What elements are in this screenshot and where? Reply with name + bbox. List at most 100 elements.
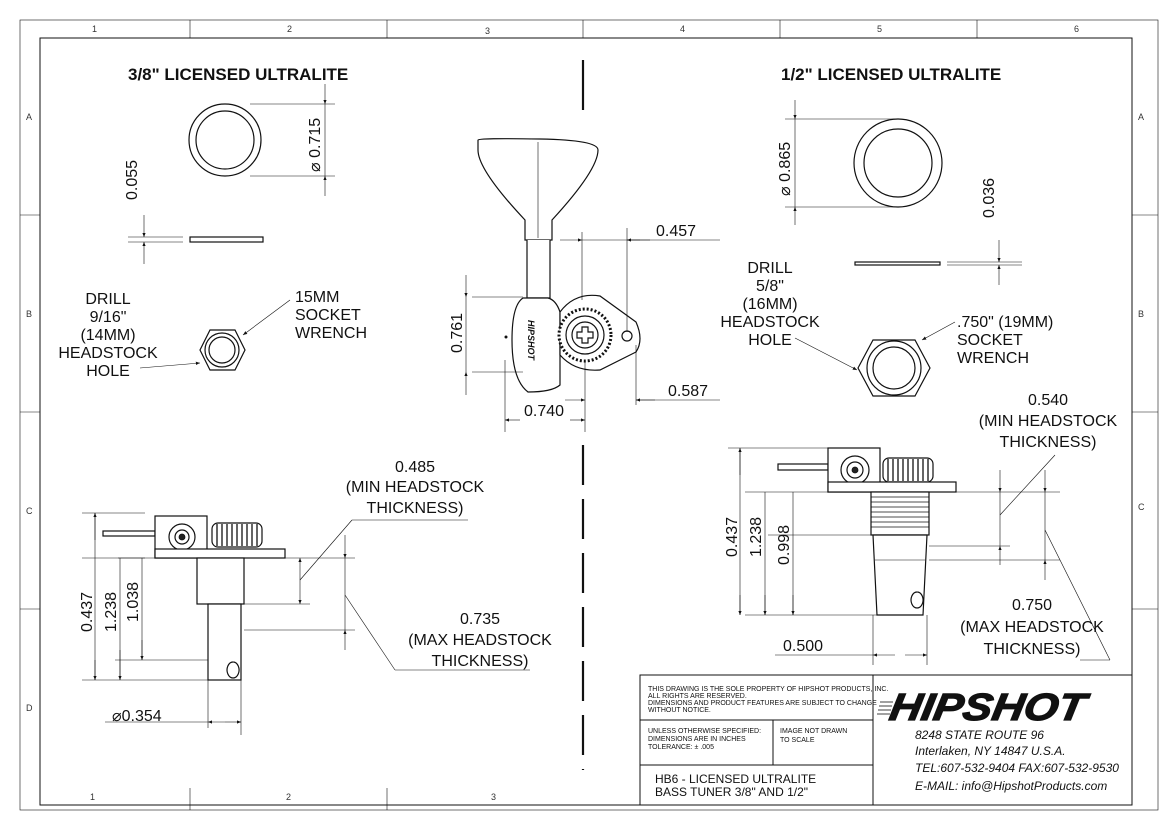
right-dim-0998: 0.998: [776, 525, 793, 565]
right-dim-0500: 0.500: [783, 638, 823, 655]
svg-text:THICKNESS): THICKNESS): [984, 641, 1081, 658]
svg-text:THICKNESS): THICKNESS): [432, 653, 529, 670]
svg-text:WITHOUT NOTICE.: WITHOUT NOTICE.: [648, 707, 711, 714]
scale-note: IMAGE NOT DRAWN TO SCALE: [780, 728, 847, 744]
zone-col-5: 5: [877, 24, 882, 34]
svg-text:(MAX HEADSTOCK: (MAX HEADSTOCK: [960, 619, 1104, 636]
left-dim-0437: 0.437: [79, 592, 96, 632]
svg-text:THIS DRAWING IS THE SOLE PROPE: THIS DRAWING IS THE SOLE PROPERTY OF HIP…: [648, 686, 888, 693]
zone-col-3: 3: [485, 26, 490, 36]
zone-col-6: 6: [1074, 24, 1079, 34]
zone-col-4: 4: [680, 24, 685, 34]
zone-row-b-right: B: [1138, 309, 1144, 319]
svg-text:TO SCALE: TO SCALE: [780, 737, 815, 744]
zone-row-c-right: C: [1138, 502, 1145, 512]
zone-col-1-bottom: 1: [90, 792, 95, 802]
svg-text:HB6 - LICENSED ULTRALITE: HB6 - LICENSED ULTRALITE: [655, 772, 816, 786]
svg-text:5/8": 5/8": [756, 278, 784, 295]
left-drill-note: DRILL 9/16" (14MM) HEADSTOCK HOLE: [58, 291, 158, 380]
hipshot-logo: HIPSHOT: [877, 686, 1094, 730]
left-shaft-diameter: ⌀0.354: [112, 708, 162, 725]
svg-text:UNLESS OTHERWISE SPECIFIED:: UNLESS OTHERWISE SPECIFIED:: [648, 728, 761, 735]
right-min-thickness-note: 0.540 (MIN HEADSTOCK THICKNESS): [979, 392, 1118, 451]
svg-text:(MAX HEADSTOCK: (MAX HEADSTOCK: [408, 632, 552, 649]
left-washer-diameter: ⌀ 0.715: [307, 118, 324, 172]
svg-text:8248 STATE ROUTE 96: 8248 STATE ROUTE 96: [915, 728, 1044, 742]
right-washer-side: [854, 261, 941, 266]
svg-text:HIPSHOT: HIPSHOT: [886, 686, 1093, 729]
svg-text:0.540: 0.540: [1028, 392, 1068, 409]
svg-text:E-MAIL: info@HipshotProducts.c: E-MAIL: info@HipshotProducts.com: [915, 779, 1107, 793]
svg-text:ALL RIGHTS ARE RESERVED.: ALL RIGHTS ARE RESERVED.: [648, 693, 747, 700]
svg-text:15MM: 15MM: [295, 289, 339, 306]
zone-labels: 1 2 3 4 5 6 1 2 3 A B C D A B C: [26, 24, 1145, 802]
svg-text:DRILL: DRILL: [747, 260, 792, 277]
svg-text:WRENCH: WRENCH: [957, 350, 1029, 367]
right-washer-diameter: ⌀ 0.865: [777, 142, 794, 196]
inner-border: [39, 37, 1133, 806]
left-washer-thickness: 0.055: [124, 160, 141, 200]
ownership-notice: THIS DRAWING IS THE SOLE PROPERTY OF HIP…: [648, 686, 888, 714]
part-title: HB6 - LICENSED ULTRALITE BASS TUNER 3/8"…: [655, 772, 816, 799]
zone-col-3-bottom: 3: [491, 792, 496, 802]
svg-text:SOCKET: SOCKET: [295, 307, 361, 324]
left-tuner-profile: [102, 515, 286, 681]
svg-text:0.485: 0.485: [395, 459, 435, 476]
svg-text:(MIN HEADSTOCK: (MIN HEADSTOCK: [979, 413, 1118, 430]
svg-text:IMAGE NOT DRAWN: IMAGE NOT DRAWN: [780, 728, 847, 735]
zone-row-c: C: [26, 506, 33, 516]
zone-col-2-bottom: 2: [286, 792, 291, 802]
svg-text:TEL:607-532-9404 FAX:607-532-9: TEL:607-532-9404 FAX:607-532-9530: [915, 761, 1119, 775]
left-dim-1238: 1.238: [103, 592, 120, 632]
svg-text:HEADSTOCK: HEADSTOCK: [720, 314, 820, 331]
right-view: 1/2" LICENSED ULTRALITE ⌀ 0.865 0.036 DR…: [720, 65, 1118, 665]
svg-text:TOLERANCE: ± .005: TOLERANCE: ± .005: [648, 744, 714, 751]
svg-text:9/16": 9/16": [90, 309, 127, 326]
svg-text:0.735: 0.735: [460, 611, 500, 628]
left-max-thickness-note: 0.735 (MAX HEADSTOCK THICKNESS): [408, 611, 552, 670]
svg-text:SOCKET: SOCKET: [957, 332, 1023, 349]
zone-row-b: B: [26, 309, 32, 319]
svg-text:DIMENSIONS ARE IN INCHES: DIMENSIONS ARE IN INCHES: [648, 736, 746, 743]
right-washer-inner: [863, 128, 933, 198]
svg-text:BASS TUNER 3/8" AND 1/2": BASS TUNER 3/8" AND 1/2": [655, 785, 808, 799]
svg-text:HOLE: HOLE: [748, 332, 792, 349]
svg-text:0.750: 0.750: [1012, 597, 1052, 614]
center-view: HIPSHOT 0.761 0.457 0.740 0.587: [449, 138, 720, 432]
zone-col-2: 2: [287, 24, 292, 34]
svg-text:WRENCH: WRENCH: [295, 325, 367, 342]
svg-text:DRILL: DRILL: [85, 291, 130, 308]
right-max-thickness-note: 0.750 (MAX HEADSTOCK THICKNESS): [960, 597, 1104, 658]
svg-text:(14MM): (14MM): [80, 327, 135, 344]
zone-col-1: 1: [92, 24, 97, 34]
svg-text:Interlaken, NY 14847 U.S.A.: Interlaken, NY 14847 U.S.A.: [915, 744, 1066, 758]
right-dim-0437: 0.437: [724, 517, 741, 557]
left-washer-inner: [195, 110, 255, 170]
left-min-thickness-note: 0.485 (MIN HEADSTOCK THICKNESS): [346, 459, 485, 517]
company-address: 8248 STATE ROUTE 96 Interlaken, NY 14847…: [915, 728, 1119, 793]
left-socket-note: 15MM SOCKET WRENCH: [295, 289, 367, 342]
left-view-title: 3/8" LICENSED ULTRALITE: [128, 65, 348, 84]
zone-ticks: [20, 20, 1158, 810]
svg-text:(16MM): (16MM): [742, 296, 797, 313]
svg-text:THICKNESS): THICKNESS): [367, 500, 464, 517]
left-washer-side: [189, 236, 264, 243]
center-dim-0457: 0.457: [656, 223, 696, 240]
svg-text:HOLE: HOLE: [86, 363, 130, 380]
right-tuner-profile: [777, 447, 957, 616]
left-view: 3/8" LICENSED ULTRALITE ⌀ 0.715 0.055 DR…: [58, 65, 552, 735]
left-dim-1038: 1.038: [125, 582, 142, 622]
zone-row-a: A: [26, 112, 32, 122]
outer-border: [19, 19, 1159, 811]
svg-text:THICKNESS): THICKNESS): [1000, 434, 1097, 451]
center-dim-0587: 0.587: [668, 383, 708, 400]
svg-text:HEADSTOCK: HEADSTOCK: [58, 345, 158, 362]
right-view-title: 1/2" LICENSED ULTRALITE: [781, 65, 1001, 84]
svg-text:DIMENSIONS AND PRODUCT FEATURE: DIMENSIONS AND PRODUCT FEATURES ARE SUBJ…: [648, 700, 877, 707]
right-socket-note: .750" (19MM) SOCKET WRENCH: [957, 314, 1053, 367]
right-drill-note: DRILL 5/8" (16MM) HEADSTOCK HOLE: [720, 260, 820, 349]
housing-logo: HIPSHOT: [526, 320, 536, 362]
center-dim-0740: 0.740: [524, 403, 564, 420]
zone-row-d: D: [26, 703, 33, 713]
